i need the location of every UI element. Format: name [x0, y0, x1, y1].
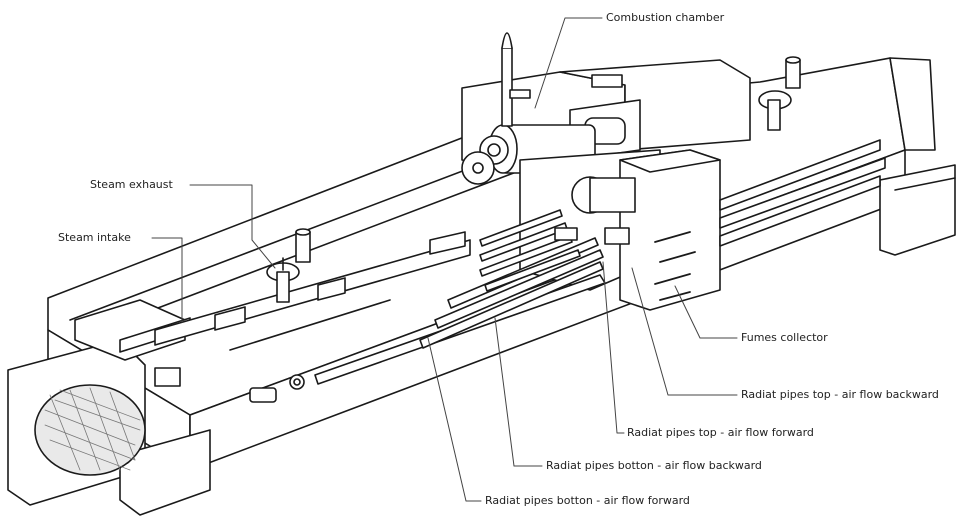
leader-top-forward	[602, 261, 625, 434]
right-radiant-pipes	[719, 139, 886, 247]
label-steam-exhaust: Steam exhaust	[90, 178, 173, 191]
leader-exhaust	[189, 184, 276, 269]
leader-intake	[151, 237, 183, 323]
leader-fumes	[674, 285, 738, 339]
label-steam-intake: Steam intake	[58, 231, 131, 244]
label-radiat-top-backward: Radiat pipes top - air flow backward	[741, 388, 939, 401]
label-combustion-chamber: Combustion chamber	[606, 11, 725, 24]
label-radiat-bottom-backward: Radiat pipes botton - air flow backward	[546, 459, 762, 472]
front-panel-details	[249, 374, 305, 403]
right-end-stand	[879, 164, 956, 256]
leader-top-backward	[631, 267, 738, 396]
steam-rail	[154, 231, 471, 351]
leader-lines	[151, 17, 738, 502]
label-radiat-top-forward: Radiat pipes top - air flow forward	[627, 426, 814, 439]
right-steam-valve	[758, 56, 801, 131]
leader-bottom-backward	[494, 317, 543, 467]
label-fumes-collector: Fumes collector	[741, 331, 828, 344]
leader-combustion	[534, 17, 603, 109]
label-radiat-bottom-forward: Radiat pipes botton - air flow forward	[485, 494, 690, 507]
leader-bottom-forward	[427, 337, 482, 502]
radiant-pipes-top	[479, 209, 630, 292]
radiant-pipes-bottom	[314, 237, 606, 385]
